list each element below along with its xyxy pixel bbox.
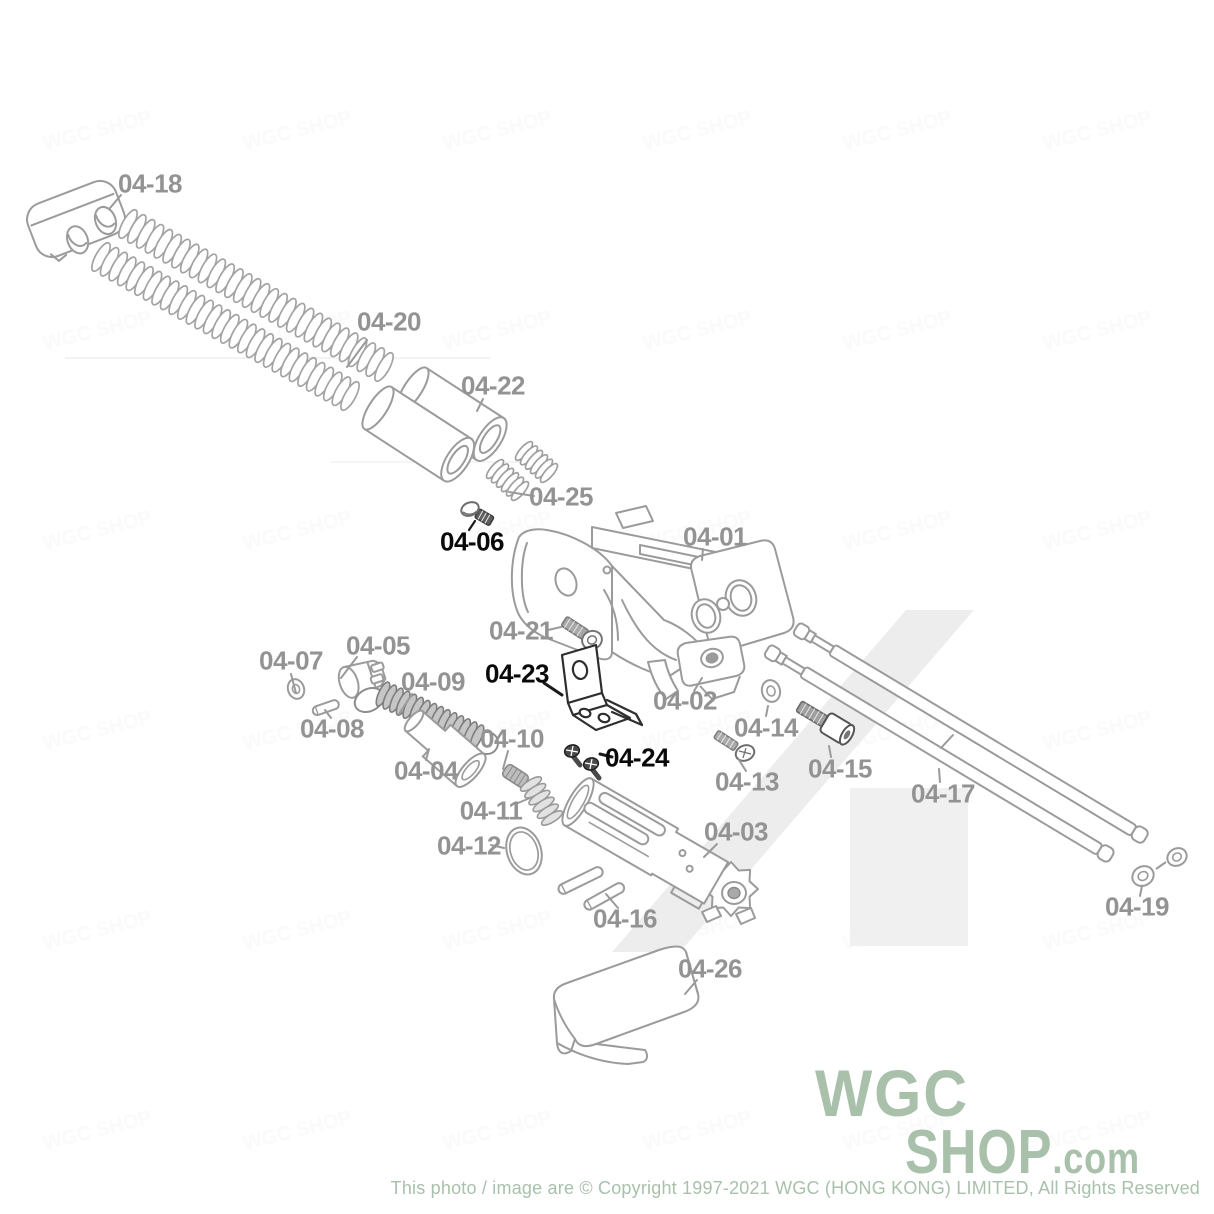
- wgcshop-logo-tld: .com: [1052, 1134, 1140, 1183]
- part-label-04-08: 04-08: [300, 713, 365, 744]
- svg-text:WGC SHOP: WGC SHOP: [1041, 507, 1154, 555]
- part-label-04-11: 04-11: [459, 795, 523, 826]
- part-label-04-26: 04-26: [678, 953, 743, 984]
- part-label-04-02: 04-02: [653, 685, 718, 716]
- svg-text:WGC SHOP: WGC SHOP: [641, 107, 754, 155]
- svg-text:WGC SHOP: WGC SHOP: [41, 907, 154, 955]
- svg-text:WGC SHOP: WGC SHOP: [441, 307, 554, 355]
- svg-text:WGC SHOP: WGC SHOP: [241, 907, 354, 955]
- part-label-04-19: 04-19: [1105, 891, 1170, 922]
- part-04-18-drawing: [26, 179, 126, 262]
- part-label-04-04: 04-04: [394, 755, 459, 786]
- part-label-04-10: 04-10: [480, 723, 545, 754]
- svg-text:WGC SHOP: WGC SHOP: [841, 107, 954, 155]
- svg-text:WGC SHOP: WGC SHOP: [241, 107, 354, 155]
- svg-text:WGC SHOP: WGC SHOP: [441, 907, 554, 955]
- part-04-17-drawing: [763, 622, 1149, 863]
- part-label-04-16: 04-16: [593, 903, 658, 934]
- part-label-04-06: 04-06: [440, 526, 505, 557]
- part-label-04-12: 04-12: [437, 830, 502, 861]
- part-label-04-23: 04-23: [485, 658, 550, 689]
- part-04-06-drawing: [460, 501, 495, 526]
- part-label-04-07: 04-07: [259, 645, 324, 676]
- part-04-14-drawing: [760, 679, 782, 703]
- part-label-04-05: 04-05: [346, 630, 411, 661]
- part-label-04-21: 04-21: [489, 615, 554, 646]
- part-label-04-15: 04-15: [808, 753, 873, 784]
- part-label-04-01: 04-01: [683, 521, 748, 552]
- part-label-04-20: 04-20: [357, 306, 422, 337]
- part-label-04-09: 04-09: [401, 666, 466, 697]
- svg-text:WGC SHOP: WGC SHOP: [241, 1107, 354, 1155]
- svg-text:WGC SHOP: WGC SHOP: [41, 1107, 154, 1155]
- part-04-12-drawing: [505, 826, 543, 876]
- part-04-19-drawing: [1131, 847, 1188, 887]
- copyright-notice: This photo / image are © Copyright 1997-…: [390, 1178, 1200, 1198]
- svg-text:WGC SHOP: WGC SHOP: [41, 307, 154, 355]
- part-label-04-13: 04-13: [715, 766, 780, 797]
- part-04-04-drawing: [403, 709, 487, 788]
- wgcshop-logo: WGC SHOP.com: [815, 1060, 1191, 1184]
- wgcshop-logo-bottom: SHOP.com: [905, 1122, 1140, 1184]
- svg-text:WGC SHOP: WGC SHOP: [641, 307, 754, 355]
- svg-text:WGC SHOP: WGC SHOP: [841, 507, 954, 555]
- part-04-03-drawing: [561, 777, 759, 925]
- svg-text:WGC SHOP: WGC SHOP: [841, 307, 954, 355]
- svg-text:WGC SHOP: WGC SHOP: [441, 1107, 554, 1155]
- part-04-15-drawing: [795, 700, 856, 746]
- svg-text:WGC SHOP: WGC SHOP: [641, 1107, 754, 1155]
- part-04-16-drawing: [557, 866, 626, 911]
- part-04-25-drawing: [485, 440, 559, 502]
- part-04-02-drawing: [676, 635, 746, 700]
- part-04-07-drawing: [286, 678, 306, 700]
- svg-text:WGC SHOP: WGC SHOP: [41, 707, 154, 755]
- part-04-26-drawing: [552, 945, 700, 1065]
- part-label-04-25: 04-25: [529, 481, 594, 512]
- part-04-13-drawing: [713, 730, 756, 762]
- part-04-11-drawing: [519, 776, 564, 826]
- svg-text:WGC SHOP: WGC SHOP: [41, 507, 154, 555]
- part-04-20-drawing: [91, 208, 394, 412]
- part-04-21-drawing: [560, 616, 603, 651]
- svg-text:WGC SHOP: WGC SHOP: [41, 107, 154, 155]
- part-label-04-24: 04-24: [605, 742, 670, 773]
- part-label-04-14: 04-14: [734, 712, 799, 743]
- part-label-04-22: 04-22: [461, 370, 526, 401]
- part-04-05-drawing: [337, 659, 387, 699]
- leader-lines: [109, 194, 1143, 995]
- wgcshop-logo-shop: SHOP: [905, 1118, 1053, 1187]
- svg-text:WGC SHOP: WGC SHOP: [441, 107, 554, 155]
- part-04-24-drawing: [563, 744, 602, 781]
- part-label-04-17: 04-17: [911, 778, 976, 809]
- leader-lines-dark: [467, 519, 614, 759]
- svg-text:WGC SHOP: WGC SHOP: [1041, 107, 1154, 155]
- part-label-04-03: 04-03: [704, 816, 769, 847]
- part-label-04-18: 04-18: [118, 168, 183, 199]
- part-04-23-drawing: [560, 643, 644, 732]
- wgcshop-logo-top: WGC: [815, 1056, 969, 1130]
- svg-text:WGC SHOP: WGC SHOP: [1041, 307, 1154, 355]
- svg-text:WGC SHOP: WGC SHOP: [1041, 707, 1154, 755]
- svg-text:WGC SHOP: WGC SHOP: [241, 507, 354, 555]
- part-04-22-drawing: [361, 366, 508, 483]
